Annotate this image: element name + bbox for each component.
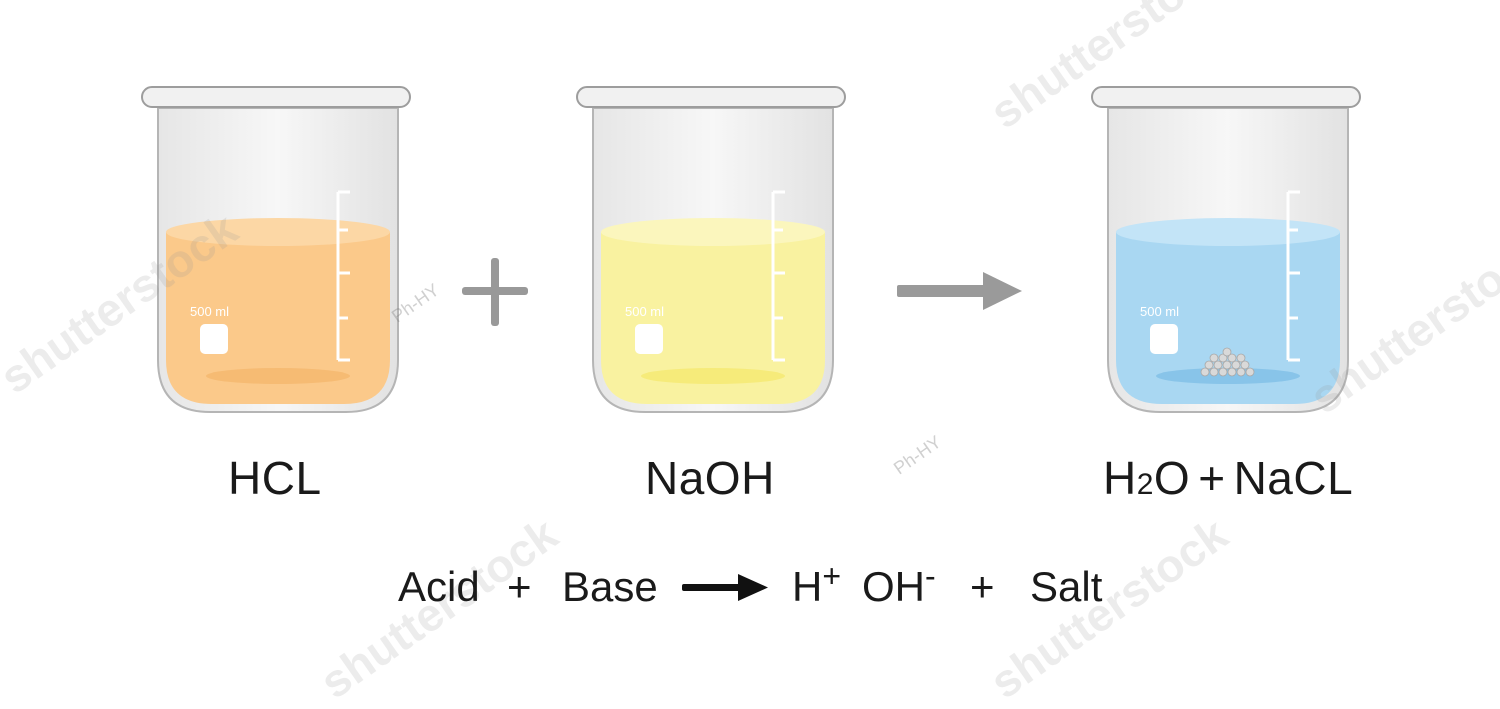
volume-label: 500 ml [190, 304, 229, 319]
salt-crystals-icon [1200, 347, 1255, 377]
h-symbol: H [792, 563, 823, 610]
liquid-hcl [166, 232, 390, 404]
liquid-surface-product [1116, 218, 1340, 246]
beaker-rim [576, 86, 846, 108]
product-subscript: 2 [1136, 468, 1154, 501]
label-hcl: HCL [228, 452, 322, 504]
beaker-naoh: 500 ml [576, 86, 846, 413]
liquid-naoh [601, 232, 825, 404]
beaker-rim [1091, 86, 1361, 108]
label-patch [635, 324, 663, 354]
label-patch [1150, 324, 1178, 354]
plus-icon [462, 258, 528, 326]
h-charge: + [822, 558, 842, 594]
equation-acid: Acid [398, 563, 480, 610]
beaker-product: 500 ml [1091, 86, 1361, 413]
product-o: O [1153, 452, 1191, 504]
liquid-product [1116, 232, 1340, 404]
graduation-marks [336, 190, 350, 362]
label-products: H2O+NaCL [1103, 455, 1353, 501]
oh-symbol: OH [862, 563, 925, 610]
graduation-marks [1286, 190, 1300, 362]
volume-label: 500 ml [1140, 304, 1179, 319]
oh-charge: - [925, 558, 936, 594]
liquid-surface-hcl [166, 218, 390, 246]
diagram-canvas: 500 ml 500 ml [141, 86, 1361, 601]
equation-plus: + [970, 563, 995, 610]
liquid-surface-naoh [601, 218, 825, 246]
equation-h-ion: H+ [792, 560, 841, 610]
equation-oh-ion: OH- [862, 560, 936, 610]
reaction-arrow-icon [897, 272, 1022, 310]
equation-salt: Salt [1030, 563, 1103, 610]
product-plus: + [1198, 452, 1226, 504]
label-naoh: NaOH [645, 452, 775, 504]
equation-arrow-icon [682, 574, 768, 601]
product-nacl: NaCL [1233, 452, 1354, 504]
volume-label: 500 ml [625, 304, 664, 319]
graduation-marks [771, 190, 785, 362]
equation-plus: + [507, 563, 532, 610]
beaker-rim [141, 86, 411, 108]
label-patch [200, 324, 228, 354]
product-h: H [1103, 452, 1137, 504]
equation-base: Base [562, 563, 658, 610]
beaker-hcl: 500 ml [141, 86, 411, 413]
